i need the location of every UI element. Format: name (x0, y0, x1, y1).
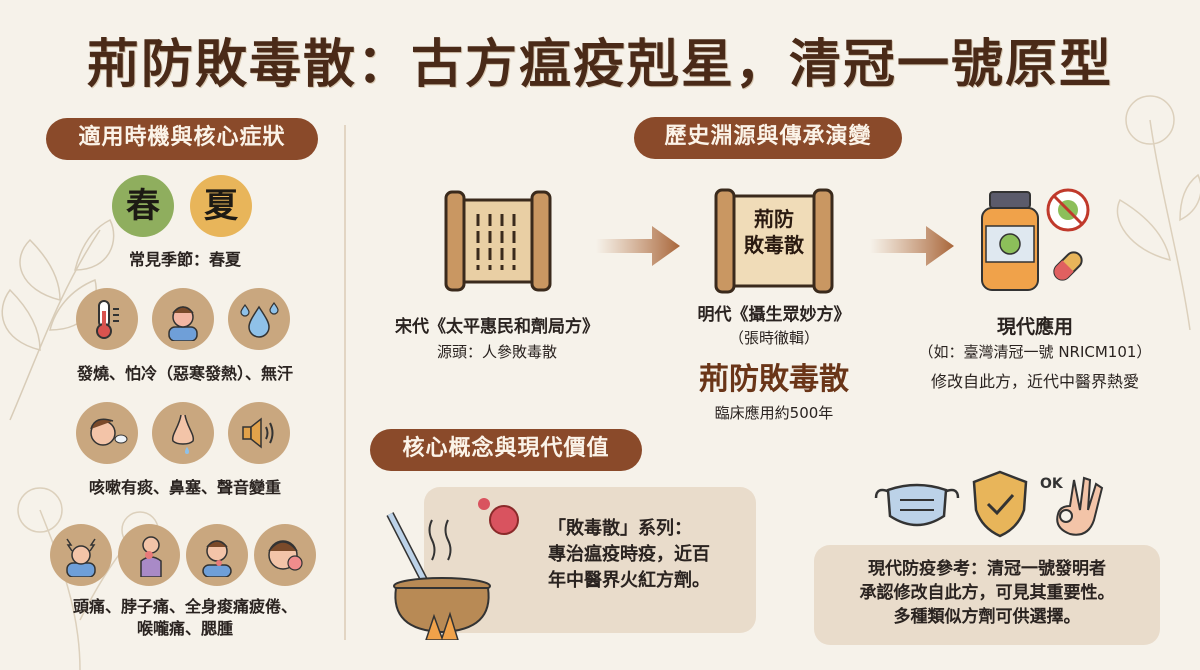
song-source-text: 源頭：人參敗毒散 (436, 343, 557, 361)
scroll-icon (444, 190, 552, 292)
medicine-bottle-icon (981, 188, 1090, 291)
page-title: 荊防敗毒散：古方瘟疫剋星，清冠一號原型 (86, 35, 1113, 95)
ok-hand-icon (1056, 476, 1104, 536)
symptom-caption-2: 咳嗽有痰、鼻塞、聲音變重 (88, 478, 281, 497)
sore-throat-icon (186, 524, 248, 586)
arrow-right-icon (596, 226, 680, 266)
symptom-caption-3-line1: 頭痛、脖子痛、全身痠痛疲倦、 (72, 597, 297, 616)
symptom-caption-3: 頭痛、脖子痛、全身痠痛疲倦、 喉嚨痛、腮腫 (30, 596, 340, 640)
headache-person-icon (50, 524, 112, 586)
chills-person-icon (152, 288, 214, 350)
core-concept-line1: 「敗毒散」系列： (548, 518, 692, 539)
water-drops-icon (228, 288, 290, 350)
section-header-history: 歷史淵源與傳承演變 (634, 117, 902, 159)
summer-circle: 夏 (190, 175, 252, 237)
formula-name: 荊防敗毒散 (699, 362, 849, 397)
titled-scroll-icon: 荊防 敗毒散 (712, 186, 836, 296)
history-stage-song: 宋代《太平惠民和劑局方》 源頭：人參敗毒散 (362, 312, 632, 362)
modern-reference-line2: 承認修改自此方，可見其重要性。 (859, 583, 1115, 603)
core-concept-line2: 專治瘟疫時疫，近百 (548, 544, 710, 565)
symptom-caption-3-line2: 喉嚨痛、腮腫 (136, 619, 233, 638)
season-caption: 常見季節：春夏 (128, 250, 241, 269)
herbal-pot-icon (386, 498, 519, 640)
modern-example-text: （如：臺灣清冠一號 NRICM101） (918, 343, 1152, 361)
swollen-cheek-icon (254, 524, 316, 586)
modern-reference-line1: 現代防疫參考：清冠一號發明者 (868, 559, 1106, 579)
spring-circle: 春 (112, 175, 174, 237)
scroll-text-line2: 敗毒散 (744, 233, 804, 257)
column-divider (344, 125, 346, 640)
face-mask-icon (874, 483, 960, 527)
runny-nose-icon (152, 402, 214, 464)
thermometer-icon (76, 288, 138, 350)
coughing-person-icon (76, 402, 138, 464)
core-concept-text: 「敗毒散」系列： 專治瘟疫時疫，近百 年中醫界火紅方劑。 (548, 516, 748, 594)
arrow-right-icon-2 (870, 226, 954, 266)
neck-pain-icon (118, 524, 180, 586)
symptom-caption-1: 發燒、怕冷（惡寒發熱）、無汗 (76, 364, 293, 383)
speaker-sound-icon (228, 402, 290, 464)
modern-reference-line3: 多種類似方劑可供選擇。 (893, 607, 1081, 627)
ming-dynasty-text: 明代《攝生眾妙方》 (697, 305, 851, 325)
core-concept-line3: 年中醫界火紅方劑。 (548, 570, 710, 591)
clinical-years-text: 臨床應用約500年 (714, 404, 834, 422)
modern-use-title: 現代應用 (996, 316, 1073, 338)
ok-label: OK (1040, 476, 1063, 492)
modern-reference-box (814, 545, 1160, 645)
section-header-symptoms: 適用時機與核心症狀 (46, 118, 318, 160)
section-header-core: 核心概念與現代價值 (370, 429, 642, 471)
history-stage-ming: 明代《攝生眾妙方》 （張時徹輯） 荊防敗毒散 臨床應用約500年 (654, 300, 894, 423)
shield-check-icon (972, 470, 1028, 538)
ming-author-text: （張時徹輯） (728, 329, 819, 347)
modern-reference-text: 現代防疫參考：清冠一號發明者 承認修改自此方，可見其重要性。 多種類似方劑可供選… (814, 557, 1160, 629)
plant-decoration-icon (1116, 95, 1200, 330)
scroll-text-line1: 荊防 (754, 207, 794, 231)
history-stage-modern: 現代應用 （如：臺灣清冠一號 NRICM101） 修改自此方，近代中醫界熱愛 (880, 312, 1190, 392)
song-dynasty-text: 宋代《太平惠民和劑局方》 (395, 317, 599, 337)
modern-desc-text: 修改自此方，近代中醫界熱愛 (930, 372, 1139, 391)
